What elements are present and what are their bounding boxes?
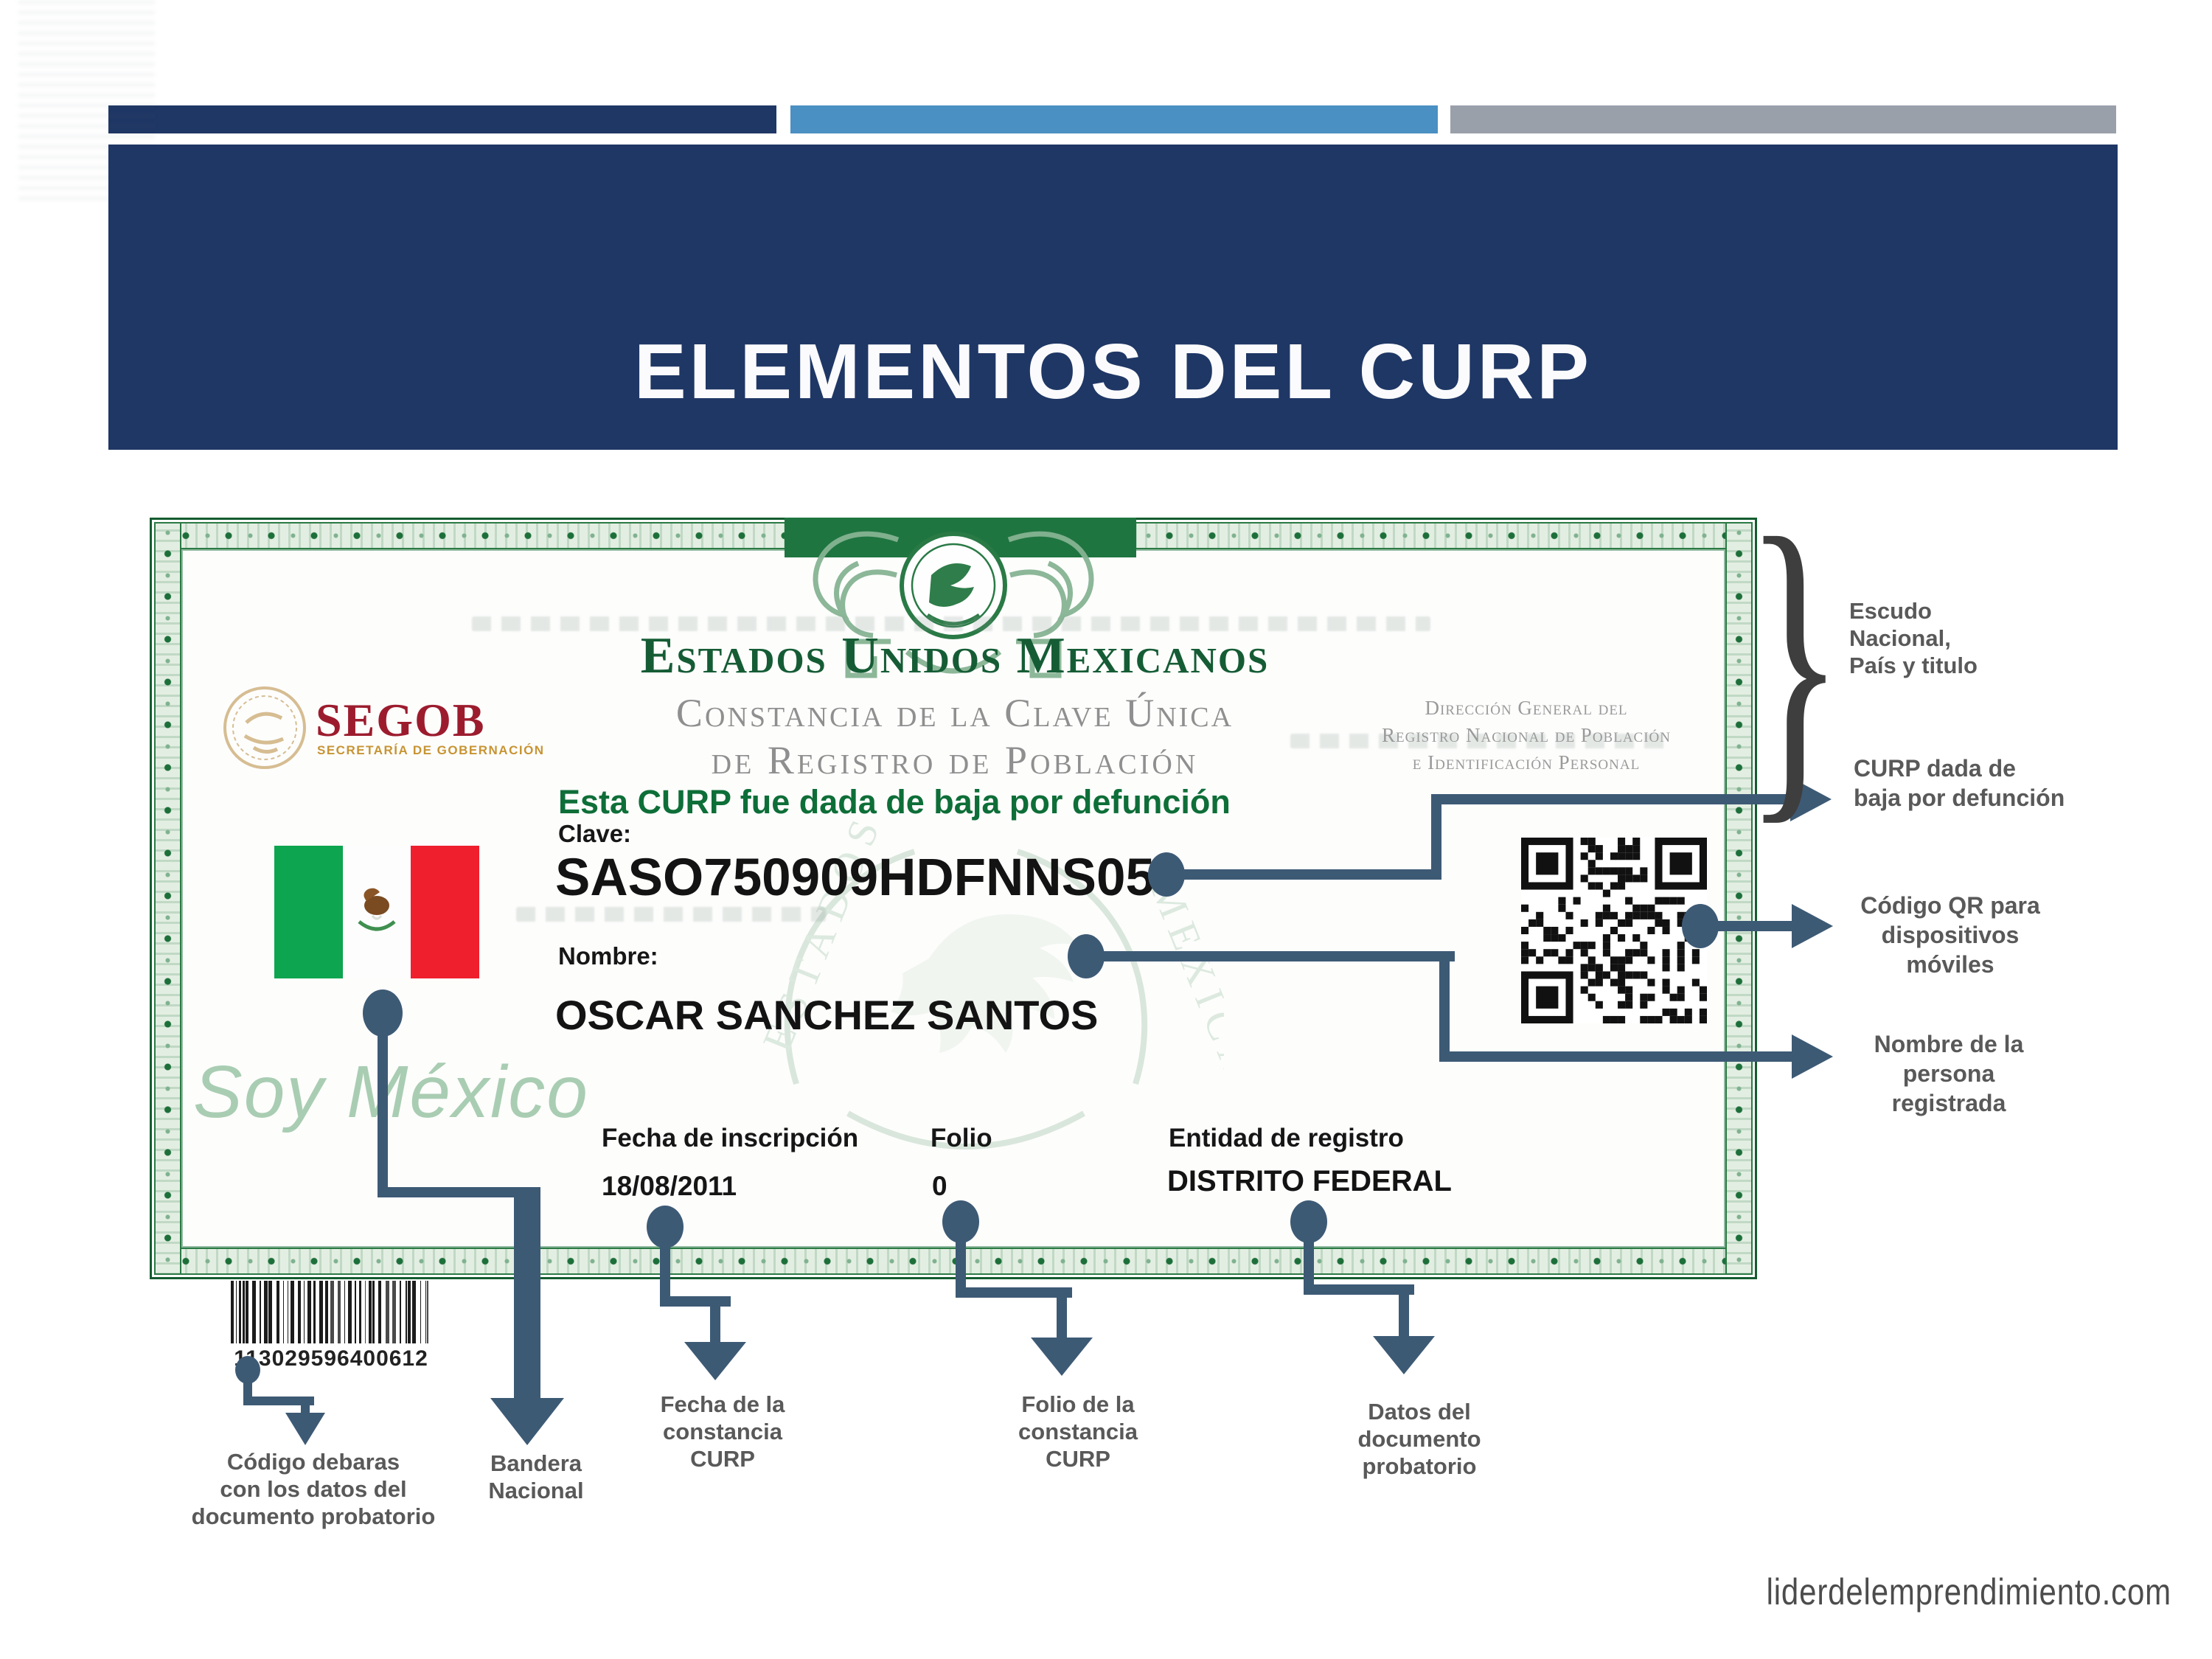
folio-label: Folio [931, 1124, 992, 1152]
accent-bar-gray [1450, 105, 2116, 133]
fecha-value: 18/08/2011 [602, 1171, 737, 1201]
qr-code [1521, 838, 1707, 1023]
label-nombre-persona: Nombre de la persona registrada [1874, 1031, 2024, 1116]
arrow-right-icon [1792, 904, 1833, 948]
national-seal-icon [813, 531, 1094, 678]
callout-line [1439, 951, 1450, 1062]
barcode-number: 113029596400612 [234, 1346, 428, 1371]
direccion-line: Registro Nacional de Población [1382, 724, 1671, 746]
arrow-down-icon [490, 1398, 564, 1445]
segob-emblem-icon [223, 686, 306, 769]
page-title: ELEMENTOS DEL CURP [633, 328, 1593, 415]
label-fecha: Fecha de la constancia CURP [660, 1391, 785, 1472]
callout-line [1700, 921, 1793, 931]
callout-line [378, 1013, 388, 1197]
callout-line [956, 1222, 966, 1298]
callout-line [1166, 869, 1436, 880]
ghost-text-line [1290, 734, 1674, 748]
mexican-flag-icon [274, 846, 480, 978]
callout-line [514, 1187, 540, 1399]
nombre-label: Nombre: [558, 942, 658, 970]
callout-line [243, 1397, 314, 1405]
fecha-label: Fecha de inscripción [602, 1124, 859, 1152]
label-codigo-qr: Código QR para dispositivos móviles [1860, 892, 2040, 978]
segob-wordmark: SEGOB [316, 694, 486, 746]
arrow-right-icon [1792, 1034, 1833, 1079]
direccion-line: Dirección General del [1425, 697, 1628, 719]
callout-line [660, 1227, 670, 1307]
callout-line [301, 1397, 310, 1416]
arrow-down-icon [684, 1342, 746, 1380]
barcode [231, 1281, 428, 1343]
callout-line [1431, 794, 1792, 804]
callout-line [956, 1287, 1072, 1298]
ghost-text-line [472, 616, 1430, 631]
ghost-text-line [516, 907, 826, 922]
accent-bar-lightblue [790, 105, 1438, 133]
direccion-general-block: Dirección General del Registro Nacional … [1349, 695, 1703, 776]
label-codigo-barras: Código debaras con los datos del documen… [191, 1449, 436, 1529]
arrow-down-icon [1373, 1336, 1435, 1374]
arrow-down-icon [285, 1413, 325, 1445]
segob-subtitle: SECRETARÍA DE GOBERNACIÓN [317, 743, 545, 757]
slide-header: ELEMENTOS DEL CURP [108, 145, 2118, 450]
callout-line [1399, 1284, 1409, 1338]
arrow-right-icon [1790, 777, 1832, 821]
arrow-down-icon [1031, 1338, 1093, 1376]
entidad-label: Entidad de registro [1169, 1124, 1404, 1152]
callout-line [1439, 1051, 1793, 1062]
direccion-line: e Identificación Personal [1412, 751, 1641, 773]
callout-line [1431, 794, 1441, 880]
soy-mexico-watermark: Soy México [193, 1051, 589, 1133]
label-bandera: Bandera Nacional [488, 1450, 584, 1503]
callout-line [378, 1187, 535, 1197]
clave-label: Clave: [558, 820, 632, 847]
callout-line [1304, 1222, 1314, 1295]
baja-notice: Esta CURP fue dada de baja por defunción [558, 783, 1231, 821]
callout-line [1086, 951, 1455, 961]
site-credit: liderdelemprendimiento.com [1766, 1571, 2171, 1613]
country-title: Estados Unidos Mexicanos [640, 627, 1270, 684]
callout-line [1304, 1284, 1414, 1295]
callout-line [1057, 1287, 1067, 1339]
border-bottom [154, 1248, 1753, 1275]
label-folio: Folio de la constancia CURP [1018, 1391, 1138, 1472]
clave-value: SASO750909HDFNNS05 [555, 849, 1155, 907]
label-curp-baja: CURP dada de baja por defunción [1854, 755, 2065, 811]
border-left [154, 522, 181, 1275]
curp-document [150, 518, 1757, 1279]
nombre-value: OSCAR SANCHEZ SANTOS [555, 992, 1099, 1038]
watermark-eagle-icon: ESTADOS MEXICANOS [754, 804, 1224, 1180]
callout-line [710, 1296, 720, 1343]
doc-subtitle-1: Constancia de la Clave Única [675, 691, 1234, 735]
label-escudo: Escudo Nacional, País y titulo [1849, 598, 1978, 678]
doc-subtitle-2: de Registro de Población [711, 738, 1199, 782]
border-right [1725, 522, 1753, 1275]
brace-icon: } [1745, 467, 1845, 852]
label-datos: Datos del documento probatorio [1357, 1399, 1481, 1479]
entidad-value: DISTRITO FEDERAL [1167, 1165, 1452, 1197]
folio-value: 0 [932, 1171, 947, 1201]
accent-bar-navy [108, 105, 776, 133]
